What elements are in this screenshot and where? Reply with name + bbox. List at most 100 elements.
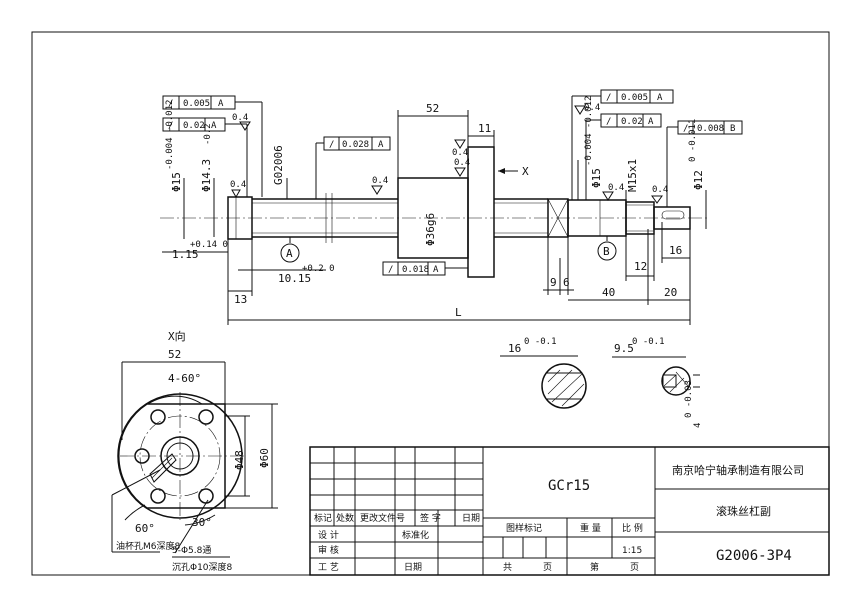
dimension-texts: 52 11 G02006 Φ15 -0.004 -0.012 Φ14.3 -0.… bbox=[165, 96, 705, 319]
svg-text:11: 11 bbox=[478, 122, 491, 135]
svg-text:0.005: 0.005 bbox=[183, 99, 210, 109]
svg-text:/: / bbox=[168, 99, 173, 109]
svg-text:A: A bbox=[218, 99, 224, 109]
svg-text:B: B bbox=[730, 124, 735, 134]
tolerance-frame-left-2: / 0.02 A bbox=[162, 117, 248, 197]
svg-text:日期: 日期 bbox=[404, 562, 422, 573]
svg-text:Φ15: Φ15 bbox=[170, 172, 183, 192]
svg-text:X向: X向 bbox=[168, 329, 186, 343]
svg-text:10.15: 10.15 bbox=[278, 272, 311, 285]
svg-text:Φ48: Φ48 bbox=[233, 450, 246, 470]
svg-text:60°: 60° bbox=[135, 522, 155, 535]
svg-text:6: 6 bbox=[563, 276, 570, 289]
flange-x-view: X向 52 4-60° Φ48 Φ60 60° bbox=[111, 329, 278, 573]
svg-text:共: 共 bbox=[503, 562, 512, 573]
datum-a-label: A bbox=[286, 247, 293, 260]
svg-text:Φ36g6: Φ36g6 bbox=[424, 213, 437, 246]
svg-text:标记: 标记 bbox=[314, 512, 332, 524]
drawing-number: G2006-3P4 bbox=[716, 548, 792, 564]
svg-text:0.4: 0.4 bbox=[232, 113, 248, 123]
svg-text:第: 第 bbox=[590, 561, 599, 573]
shaft-main-view bbox=[160, 146, 710, 278]
svg-text:12: 12 bbox=[634, 260, 647, 273]
svg-text:A: A bbox=[433, 265, 439, 275]
svg-text:+0.14 0: +0.14 0 bbox=[190, 240, 228, 250]
tolerance-frame-left-1: / 0.005 A bbox=[162, 95, 263, 197]
datum-b-label: B bbox=[603, 245, 610, 258]
svg-text:/: / bbox=[168, 121, 173, 131]
svg-text:/: / bbox=[683, 124, 688, 134]
svg-text:油杯孔M6深度8: 油杯孔M6深度8 bbox=[116, 540, 180, 552]
svg-text:0.4: 0.4 bbox=[372, 176, 388, 186]
svg-text:1.15: 1.15 bbox=[172, 248, 199, 261]
svg-text:A: A bbox=[211, 121, 217, 131]
svg-text:0.02: 0.02 bbox=[621, 117, 643, 127]
svg-text:Φ12: Φ12 bbox=[692, 170, 705, 190]
svg-text:Φ15: Φ15 bbox=[590, 168, 603, 188]
svg-text:A: A bbox=[657, 93, 663, 103]
svg-text:Φ60: Φ60 bbox=[258, 448, 271, 468]
svg-text:M15x1: M15x1 bbox=[626, 159, 639, 192]
svg-text:52: 52 bbox=[168, 348, 181, 361]
svg-text:沉孔Φ10深度8: 沉孔Φ10深度8 bbox=[172, 561, 233, 573]
svg-text:0 -0.03: 0 -0.03 bbox=[684, 380, 694, 418]
svg-text:16: 16 bbox=[669, 244, 682, 257]
svg-text:A: A bbox=[378, 140, 384, 150]
svg-text:页: 页 bbox=[543, 562, 552, 573]
svg-text:/: / bbox=[329, 140, 334, 150]
svg-text:-0.004 -0.012: -0.004 -0.012 bbox=[584, 96, 594, 166]
dimension-lines bbox=[162, 110, 707, 325]
svg-text:0.4: 0.4 bbox=[454, 158, 470, 168]
svg-text:审 核: 审 核 bbox=[318, 544, 339, 556]
company-name: 南京哈宁轴承制造有限公司 bbox=[672, 463, 804, 477]
svg-text:L: L bbox=[455, 306, 462, 319]
part-name: 滚珠丝杠副 bbox=[716, 504, 771, 518]
tolerance-frame-mid-2: / 0.018 A bbox=[382, 261, 468, 276]
svg-text:-0.2: -0.2 bbox=[203, 123, 213, 145]
svg-text:5-Φ5.8通: 5-Φ5.8通 bbox=[172, 545, 211, 556]
svg-text:0.02: 0.02 bbox=[183, 121, 205, 131]
svg-text:0.008: 0.008 bbox=[697, 124, 724, 134]
svg-text:0 -0.011: 0 -0.011 bbox=[688, 119, 698, 162]
svg-text:40: 40 bbox=[602, 286, 615, 299]
tolerance-frame-mid-1: / 0.028 A bbox=[315, 136, 391, 199]
svg-text:页: 页 bbox=[630, 562, 639, 573]
x-arrow-label: X bbox=[522, 165, 529, 178]
svg-text:签 字: 签 字 bbox=[420, 512, 441, 524]
scale-value: 1:15 bbox=[622, 546, 642, 556]
svg-text:0.4: 0.4 bbox=[652, 185, 668, 195]
key-section-16: 16 0 -0.1 bbox=[500, 337, 587, 409]
svg-text:Φ14.3: Φ14.3 bbox=[200, 159, 213, 192]
svg-text:0.028: 0.028 bbox=[342, 140, 369, 150]
svg-text:52: 52 bbox=[426, 102, 439, 115]
svg-text:-0.004 -0.012: -0.004 -0.012 bbox=[165, 100, 175, 170]
svg-text:0.018: 0.018 bbox=[402, 265, 429, 275]
svg-text:0.4: 0.4 bbox=[230, 180, 246, 190]
x-view-arrow: X bbox=[498, 165, 529, 178]
svg-text:比 例: 比 例 bbox=[622, 522, 643, 534]
svg-text:/: / bbox=[606, 93, 611, 103]
svg-text:0.4: 0.4 bbox=[584, 103, 600, 113]
svg-text:20: 20 bbox=[664, 286, 677, 299]
roughness-marks: 0.4 0.4 0.4 0.4 0.4 0.4 0.4 0.4 bbox=[230, 103, 668, 204]
key-section-9-5: 9.5 0 -0.1 4 0 -0.03 bbox=[612, 337, 703, 428]
svg-text:图样标记: 图样标记 bbox=[506, 522, 542, 534]
svg-text:重 量: 重 量 bbox=[580, 522, 601, 534]
svg-text:G02006: G02006 bbox=[272, 145, 285, 185]
svg-text:标准化: 标准化 bbox=[402, 529, 429, 541]
svg-text:/: / bbox=[606, 117, 611, 127]
svg-text:9: 9 bbox=[550, 276, 557, 289]
svg-text:处数: 处数 bbox=[336, 512, 354, 524]
svg-text:0 -0.1: 0 -0.1 bbox=[632, 337, 665, 347]
svg-text:+0.2 0: +0.2 0 bbox=[302, 264, 335, 274]
tolerance-frame-right-1: / 0.005 A bbox=[571, 89, 674, 200]
svg-text:日期: 日期 bbox=[462, 513, 480, 524]
svg-text:9.5: 9.5 bbox=[614, 342, 634, 355]
svg-text:30°: 30° bbox=[192, 516, 212, 529]
svg-text:0 -0.1: 0 -0.1 bbox=[524, 337, 557, 347]
svg-text:/: / bbox=[388, 265, 393, 275]
tolerance-frame-right-2: / 0.02 A bbox=[585, 113, 662, 200]
material-label: GCr15 bbox=[548, 478, 590, 494]
svg-text:0.4: 0.4 bbox=[452, 148, 468, 158]
